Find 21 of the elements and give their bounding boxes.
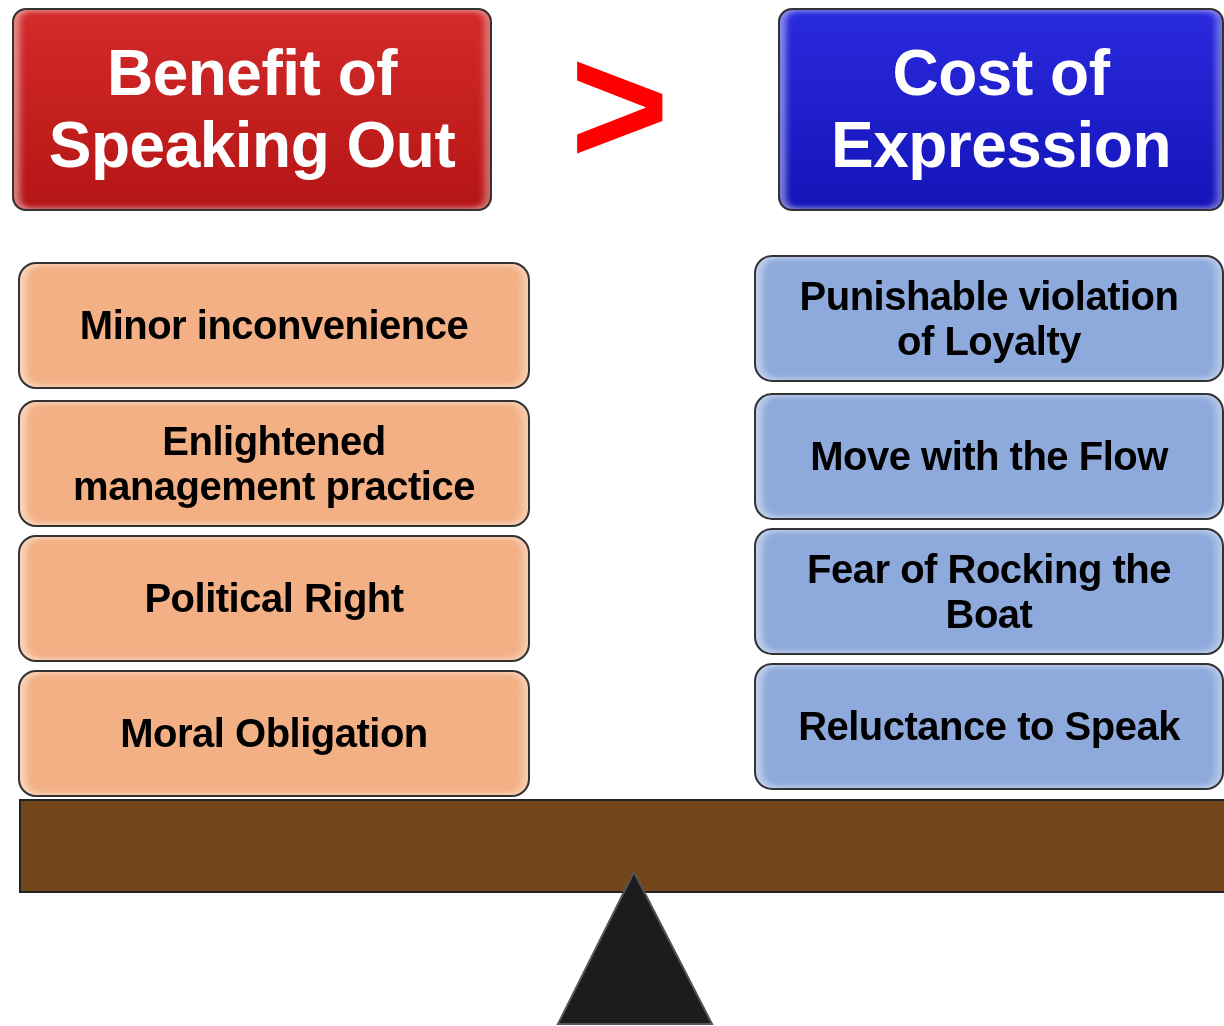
cost-box <box>754 393 1224 520</box>
item-text: Moral Obligation <box>120 711 428 756</box>
item-text: Enlightened management practice <box>72 418 476 509</box>
heading-box <box>12 8 492 211</box>
item-text: Move with the Flow <box>810 434 1168 479</box>
item-text: Political Right <box>144 576 404 621</box>
benefit-box <box>18 400 530 527</box>
benefit-box <box>18 535 530 662</box>
heading-text: Benefit of Speaking Out <box>47 37 457 182</box>
item-text: Fear of Rocking the Boat <box>806 546 1172 637</box>
benefit-box <box>18 262 530 389</box>
item-text: Minor inconvenience <box>79 303 469 348</box>
greater-than-sign: > <box>570 20 670 190</box>
cost-box <box>754 255 1224 382</box>
item-text: Punishable violation of Loyalty <box>798 273 1180 364</box>
heading-box <box>778 8 1224 211</box>
item-text: Reluctance to Speak <box>798 704 1180 749</box>
benefit-box <box>18 670 530 797</box>
heading-text: Cost of Expression <box>830 37 1172 182</box>
cost-box <box>754 663 1224 790</box>
cost-box <box>754 528 1224 655</box>
